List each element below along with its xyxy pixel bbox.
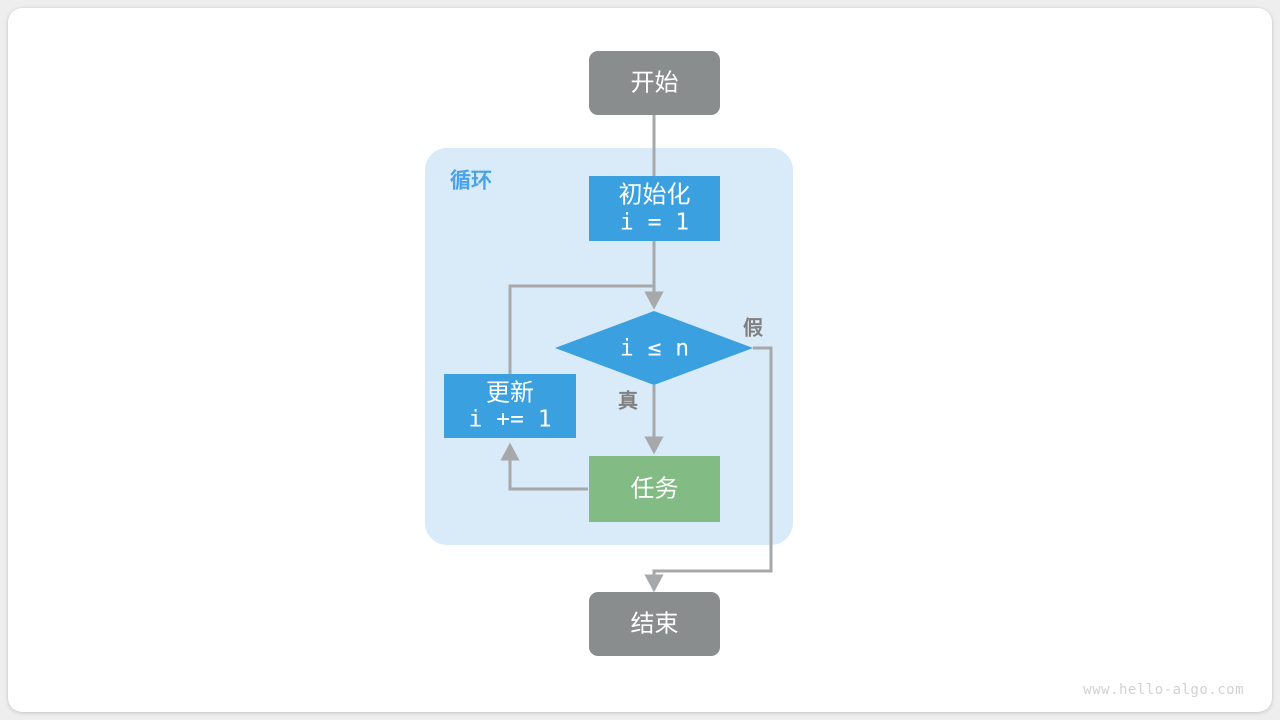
task-node[interactable]: 任务: [589, 456, 720, 522]
condition-node[interactable]: i ≤ n: [555, 311, 753, 385]
initialize-node[interactable]: 初始化 i = 1: [589, 176, 720, 241]
initialize-node-expression: i = 1: [620, 210, 689, 236]
end-node[interactable]: 结束: [589, 592, 720, 656]
start-node-shape: [589, 51, 720, 115]
initialize-node-shape: [589, 176, 720, 241]
loop-container-label: 循环: [450, 169, 492, 193]
end-node-label: 结束: [631, 610, 679, 637]
edge-task-to-update: [500, 442, 588, 491]
end-node-shape: [589, 592, 720, 656]
update-node-shape: [444, 374, 576, 438]
edge-update-to-condition: [508, 284, 664, 374]
condition-node-label: i ≤ n: [620, 336, 689, 362]
edge-condition-false-to-end: [644, 346, 773, 593]
task-node-shape: [589, 456, 720, 522]
condition-node-shape: [555, 311, 753, 385]
initialize-node-label: 初始化: [619, 181, 691, 208]
edge-label-false: 假: [743, 315, 764, 339]
start-node[interactable]: 开始: [589, 51, 720, 115]
edge-label-true: 真: [618, 388, 638, 412]
update-node-expression: i += 1: [468, 407, 551, 433]
start-node-label: 开始: [631, 69, 679, 96]
task-node-label: 任务: [631, 475, 679, 502]
update-node[interactable]: 更新 i += 1: [444, 374, 576, 438]
update-node-label: 更新: [486, 379, 534, 406]
watermark: www.hello-algo.com: [1083, 682, 1244, 698]
